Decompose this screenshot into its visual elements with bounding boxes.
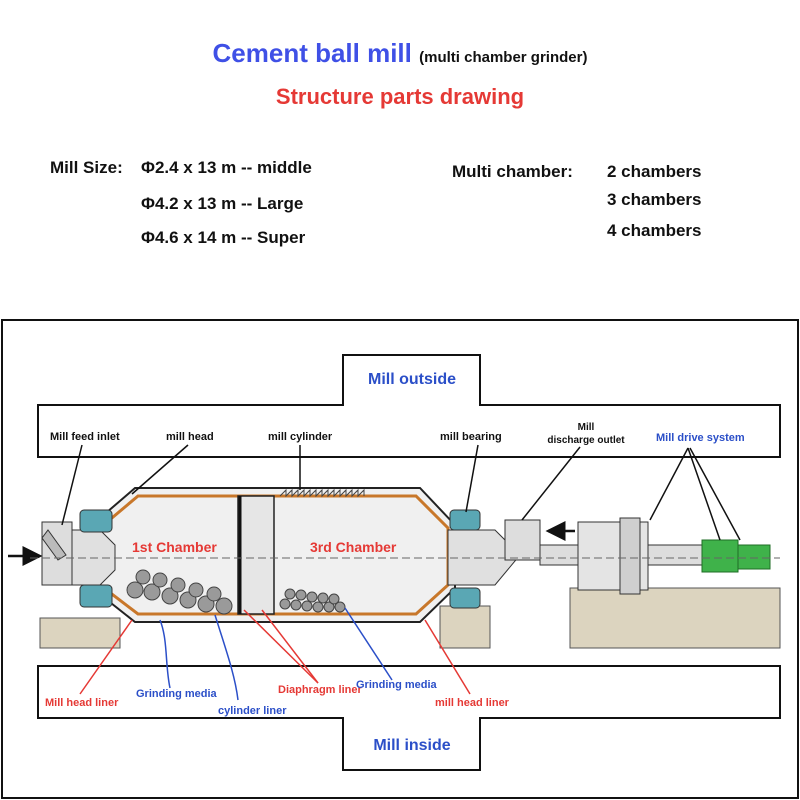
inside-title: Mill inside xyxy=(373,737,450,754)
label-mill-bearing: mill bearing xyxy=(440,431,502,443)
title-suffix: (multi chamber grinder) xyxy=(419,49,588,66)
page-subtitle: Structure parts drawing xyxy=(275,84,525,109)
title-main: Cement ball mill xyxy=(212,38,412,68)
mill-size-2: Φ4.2 x 13 m -- Large xyxy=(141,194,304,213)
chamber-3-label: 3rd Chamber xyxy=(310,539,397,555)
cylinder-liner-teeth xyxy=(279,488,365,498)
outside-panel xyxy=(37,354,781,458)
chamber-1-label: 1st Chamber xyxy=(132,539,217,555)
label-discharge-1: Mill xyxy=(578,422,595,433)
label-head-liner-left: Mill head liner xyxy=(45,697,119,709)
page-title: Cement ball mill (multi chamber grinder) xyxy=(0,38,800,69)
label-feed-inlet: Mill feed inlet xyxy=(50,431,120,443)
multi-chamber-label: Multi chamber: xyxy=(452,162,573,181)
grinding-media-1 xyxy=(126,569,233,615)
diagram-frame xyxy=(1,319,799,799)
right-bearing-bottom xyxy=(449,587,481,609)
label-mill-cylinder: mill cylinder xyxy=(268,431,333,443)
drive-base xyxy=(569,587,781,649)
label-discharge-2: discharge outlet xyxy=(547,435,625,446)
mill-size-1: Φ2.4 x 13 m -- middle xyxy=(141,158,312,177)
grinding-media-2 xyxy=(279,588,346,613)
mill-size-3: Φ4.6 x 14 m -- Super xyxy=(141,228,306,247)
label-grinding-media-1: Grinding media xyxy=(136,688,218,700)
drive-motor xyxy=(701,539,739,573)
left-bearing-top xyxy=(79,509,113,533)
diaphragm xyxy=(237,495,275,615)
label-diaphragm-liner: Diaphragm liner xyxy=(278,684,362,696)
top-leader-lines xyxy=(61,444,741,541)
outside-title: Mill outside xyxy=(368,371,456,388)
left-base xyxy=(39,617,121,649)
chamber-option-2: 3 chambers xyxy=(607,190,702,209)
label-cylinder-liner: cylinder liner xyxy=(218,705,287,717)
left-bearing-bottom xyxy=(79,584,113,608)
chamber-option-1: 2 chambers xyxy=(607,162,702,181)
inside-panel xyxy=(37,665,781,771)
right-bearing-top xyxy=(449,509,481,531)
bottom-leader-lines xyxy=(79,607,471,701)
label-head-liner-right: mill head liner xyxy=(435,697,510,709)
mill-size-label: Mill Size: xyxy=(50,158,123,177)
label-grinding-media-2: Grinding media xyxy=(356,679,438,691)
discharge-outlet xyxy=(504,519,541,561)
chamber-option-3: 4 chambers xyxy=(607,221,702,240)
discharge-trunnion xyxy=(447,529,521,586)
right-base xyxy=(439,605,491,649)
label-drive-system: Mill drive system xyxy=(656,432,745,444)
label-mill-head: mill head xyxy=(166,431,214,443)
